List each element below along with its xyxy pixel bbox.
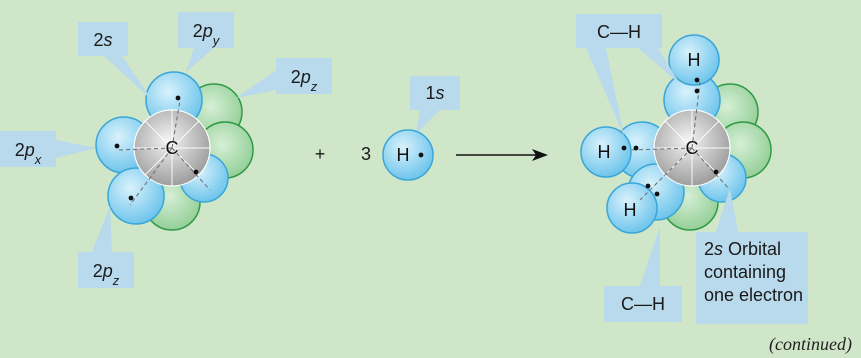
label-2s: 2s [78, 22, 152, 100]
label-ch-bond-top: C—H [576, 14, 680, 136]
left-blue-lobe-bottom-left [107, 167, 165, 225]
product-h-top-symbol: H [688, 50, 701, 70]
label-2pz-bottom: 2pz [78, 206, 134, 288]
left-carbon-atom: C [95, 71, 254, 231]
svg-text:2px: 2px [15, 140, 42, 167]
svg-text:2pz: 2pz [291, 67, 318, 94]
product-carbon-symbol: C [686, 138, 699, 158]
reaction-arrow [456, 149, 548, 161]
hydrogen-coefficient: 3 [361, 144, 371, 164]
product-hydrogen-top [668, 34, 720, 86]
hydrogen-atom: H [382, 129, 434, 181]
product-hydrogen-left [580, 126, 632, 178]
product-molecule: C H H H [580, 34, 772, 234]
continued-note: (continued) [769, 334, 852, 355]
svg-text:2s Orbital: 2s Orbital [704, 239, 781, 259]
hydrogen-symbol: H [397, 145, 410, 165]
svg-text:C—H: C—H [621, 294, 665, 314]
label-2s-orbital-note: 2s Orbital containing one electron [696, 188, 808, 324]
label-1s: 1s [410, 76, 460, 134]
svg-text:2s: 2s [93, 30, 112, 50]
svg-text:2pz: 2pz [93, 261, 120, 288]
label-2pz-top: 2pz [236, 58, 332, 98]
product-h-bottom-symbol: H [624, 200, 637, 220]
product-hydrogen-bottom [606, 182, 658, 234]
plus-sign: + [315, 144, 326, 164]
label-2py: 2py [178, 12, 234, 72]
svg-text:C—H: C—H [597, 22, 641, 42]
left-carbon-symbol: C [166, 138, 179, 158]
label-2px: 2px [0, 131, 96, 167]
svg-text:containing: containing [704, 262, 786, 282]
label-ch-bond-bottom: C—H [604, 226, 682, 322]
svg-text:2py: 2py [193, 21, 221, 48]
svg-text:one electron: one electron [704, 285, 803, 305]
product-h-left-symbol: H [598, 142, 611, 162]
svg-text:1s: 1s [425, 83, 444, 103]
